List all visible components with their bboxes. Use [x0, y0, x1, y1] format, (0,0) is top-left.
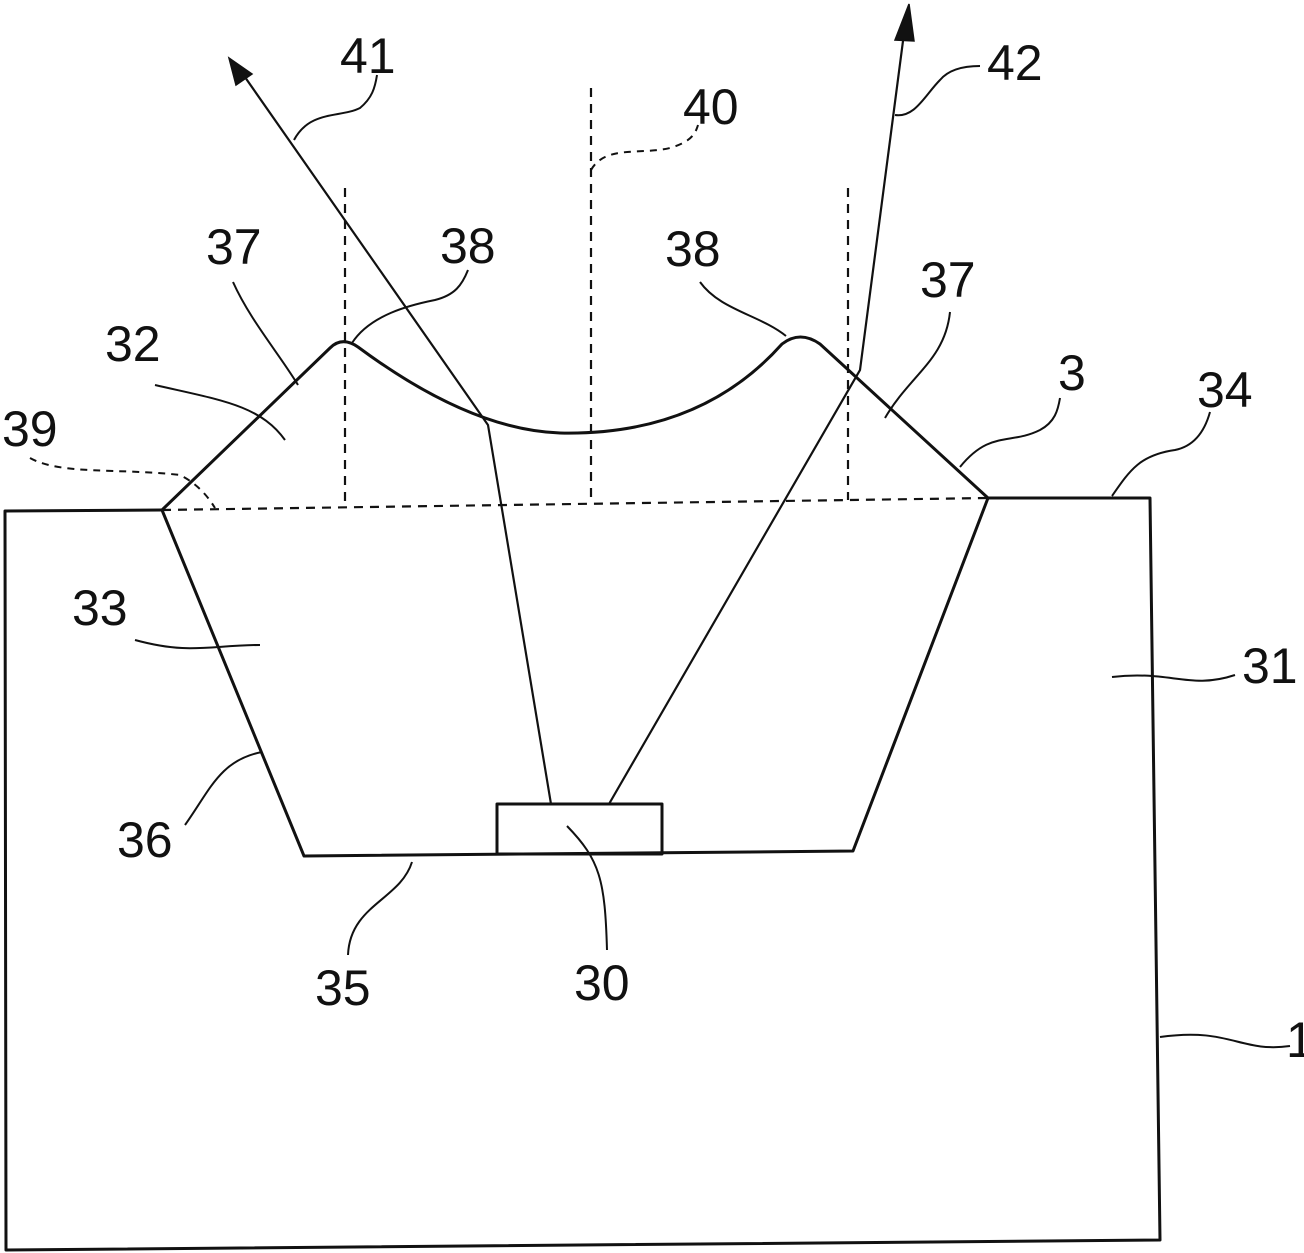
label-42: 42 — [987, 35, 1043, 91]
leader-35 — [348, 862, 412, 955]
leader-1 — [1160, 1035, 1290, 1048]
label-39: 39 — [2, 401, 58, 457]
leader-39 — [30, 458, 215, 508]
leader-37-right — [885, 312, 950, 418]
label-37-left: 37 — [206, 219, 262, 275]
leader-38-right — [700, 282, 786, 336]
package-body-outline — [5, 498, 1160, 1250]
label-38-right: 38 — [665, 221, 721, 277]
label-36: 36 — [117, 812, 173, 868]
label-37-right: 37 — [920, 252, 976, 308]
light-ray-42 — [609, 18, 906, 804]
leader-33 — [135, 640, 260, 648]
leader-40 — [591, 125, 698, 170]
leader-3 — [960, 398, 1060, 467]
leader-36 — [185, 752, 262, 825]
label-38-left: 38 — [440, 218, 496, 274]
leader-37-left — [233, 282, 298, 385]
label-32: 32 — [105, 316, 161, 372]
leader-34 — [1112, 412, 1210, 496]
light-ray-41 — [240, 70, 551, 804]
label-1: 1 — [1286, 1012, 1304, 1068]
leader-30 — [567, 826, 607, 950]
recess-outline — [162, 498, 988, 856]
label-33: 33 — [72, 580, 128, 636]
light-ray-42-arrowhead — [895, 4, 914, 41]
leader-41 — [294, 75, 377, 140]
lens-outline — [162, 337, 988, 510]
interface-dashed-line — [162, 498, 988, 510]
leader-38-left — [352, 270, 468, 343]
label-34: 34 — [1197, 362, 1253, 418]
leader-31 — [1112, 675, 1235, 681]
label-3: 3 — [1058, 345, 1086, 401]
label-31: 31 — [1242, 638, 1298, 694]
label-40: 40 — [683, 79, 739, 135]
label-35: 35 — [315, 960, 371, 1016]
label-41: 41 — [340, 28, 396, 84]
leader-42 — [895, 66, 980, 115]
led-chip — [497, 804, 662, 854]
label-30: 30 — [574, 955, 630, 1011]
leader-32 — [155, 385, 285, 440]
